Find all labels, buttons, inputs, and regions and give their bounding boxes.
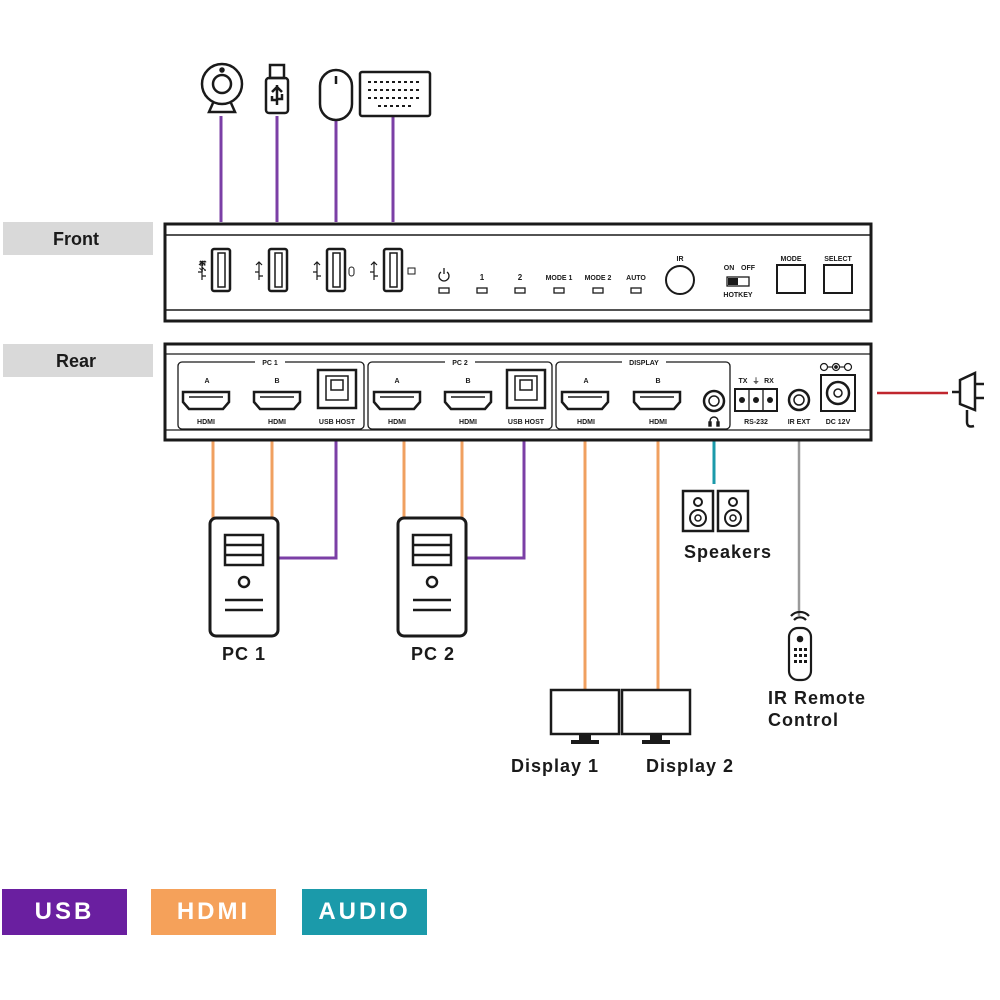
led-auto: AUTO <box>626 275 646 294</box>
svg-text:PC 1: PC 1 <box>262 360 278 367</box>
pc1-port-group: PC 1 A B HDMI HDMI USB HOST <box>177 357 365 430</box>
select-button[interactable]: SELECT <box>823 256 853 294</box>
svg-text:SELECT: SELECT <box>824 256 852 263</box>
svg-text:B: B <box>274 378 279 385</box>
ir-remote-icon <box>787 610 813 682</box>
front-usb-ports: ⭍⇶ <box>198 247 416 293</box>
svg-text:PC 2: PC 2 <box>452 360 468 367</box>
svg-text:AUTO: AUTO <box>626 275 646 282</box>
display1-label: Display 1 <box>511 756 599 776</box>
svg-text:MODE 2: MODE 2 <box>585 275 612 282</box>
speakers-label: Speakers <box>684 542 772 562</box>
pc1-usb-cable <box>278 440 338 560</box>
mouse-icon <box>318 68 354 122</box>
legend-audio-label: AUDIO <box>318 898 411 925</box>
svg-text:HDMI: HDMI <box>268 419 286 426</box>
hdmi-cables <box>211 440 660 690</box>
pc2-port-group: PC 2 A B HDMI HDMI USB HOST <box>367 357 553 430</box>
svg-text:MODE 1: MODE 1 <box>546 275 573 282</box>
svg-text:MODE: MODE <box>781 256 802 263</box>
svg-text:HDMI: HDMI <box>459 419 477 426</box>
svg-text:⏚: ⏚ <box>753 377 760 385</box>
led-mode-1: MODE 1 <box>546 275 573 294</box>
speakers-icon <box>681 489 750 533</box>
svg-text:HDMI: HDMI <box>197 419 215 426</box>
svg-text:2: 2 <box>518 273 523 282</box>
audio-jack[interactable] <box>702 389 726 413</box>
svg-text:B: B <box>465 378 470 385</box>
led-mode-2: MODE 2 <box>585 275 612 294</box>
legend-usb: USB <box>2 889 127 935</box>
svg-text:HDMI: HDMI <box>577 419 595 426</box>
legend-audio: AUDIO <box>302 889 427 935</box>
ir-remote-label-line2: Control <box>768 710 839 730</box>
usb-cables <box>219 116 526 560</box>
display1-monitor-icon <box>549 688 621 746</box>
svg-text:IR EXT: IR EXT <box>788 419 811 426</box>
svg-text:OFF: OFF <box>741 265 756 272</box>
rear-section-band <box>3 344 153 377</box>
front-usb-port-3[interactable] <box>325 247 355 293</box>
svg-text:HDMI: HDMI <box>388 419 406 426</box>
front-usb-port-4[interactable] <box>382 247 416 293</box>
pc1-label: PC 1 <box>222 644 266 664</box>
power-icon <box>438 268 450 282</box>
legend-hdmi-label: HDMI <box>176 898 251 925</box>
ir-sensor: IR <box>665 256 695 295</box>
usb-symbol-icons <box>198 261 378 280</box>
svg-text:B: B <box>655 378 660 385</box>
headphones-icon <box>708 416 720 427</box>
legend-usb-label: USB <box>34 898 95 925</box>
svg-text:A: A <box>394 378 399 385</box>
ir-ext-jack[interactable]: IR EXT <box>788 388 811 426</box>
dc-power-jack[interactable]: DC 12V <box>819 362 856 427</box>
svg-text:ON: ON <box>724 265 735 272</box>
pc2-tower-icon <box>396 516 468 638</box>
front-usb-port-1[interactable]: ⭍⇶ <box>199 247 232 293</box>
legend-hdmi: HDMI <box>151 889 276 935</box>
svg-text:HDMI: HDMI <box>649 419 667 426</box>
svg-text:⭍⇶: ⭍⇶ <box>199 260 207 272</box>
svg-text:RX: RX <box>764 378 774 385</box>
svg-text:USB HOST: USB HOST <box>508 419 545 426</box>
svg-text:USB HOST: USB HOST <box>319 419 356 426</box>
rs232-port[interactable]: TX ⏚ RX RS-232 <box>734 377 778 426</box>
display2-label: Display 2 <box>646 756 734 776</box>
ir-remote-label-line1: IR Remote <box>768 688 866 708</box>
led-1: 1 <box>476 273 488 294</box>
power-adapter-icon <box>952 371 984 428</box>
display-port-group: DISPLAY A B HDMI HDMI <box>555 357 731 430</box>
front-section-band <box>3 222 153 255</box>
svg-text:TX: TX <box>739 378 748 385</box>
pc2-usb-cable <box>466 440 526 560</box>
power-led <box>438 268 450 294</box>
svg-text:DISPLAY: DISPLAY <box>629 360 659 367</box>
pc1-tower-icon <box>208 516 280 638</box>
display2-monitor-icon <box>620 688 692 746</box>
front-section-label: Front <box>53 229 99 249</box>
svg-text:DC 12V: DC 12V <box>826 419 851 426</box>
usb-flash-drive-icon <box>264 63 290 115</box>
mode-button[interactable]: MODE <box>776 256 806 294</box>
svg-text:HOTKEY: HOTKEY <box>723 292 753 299</box>
led-2: 2 <box>514 273 526 294</box>
keyboard-icon <box>358 70 432 118</box>
svg-text:RS-232: RS-232 <box>744 419 768 426</box>
pc2-label: PC 2 <box>411 644 455 664</box>
webcam-icon <box>200 62 244 114</box>
dc-polarity-icon <box>819 362 853 372</box>
svg-text:1: 1 <box>480 273 485 282</box>
svg-text:A: A <box>583 378 588 385</box>
svg-text:IR: IR <box>677 256 684 263</box>
rear-section-label: Rear <box>56 351 96 371</box>
hotkey-switch[interactable]: ON OFF HOTKEY <box>723 265 755 299</box>
svg-text:A: A <box>204 378 209 385</box>
